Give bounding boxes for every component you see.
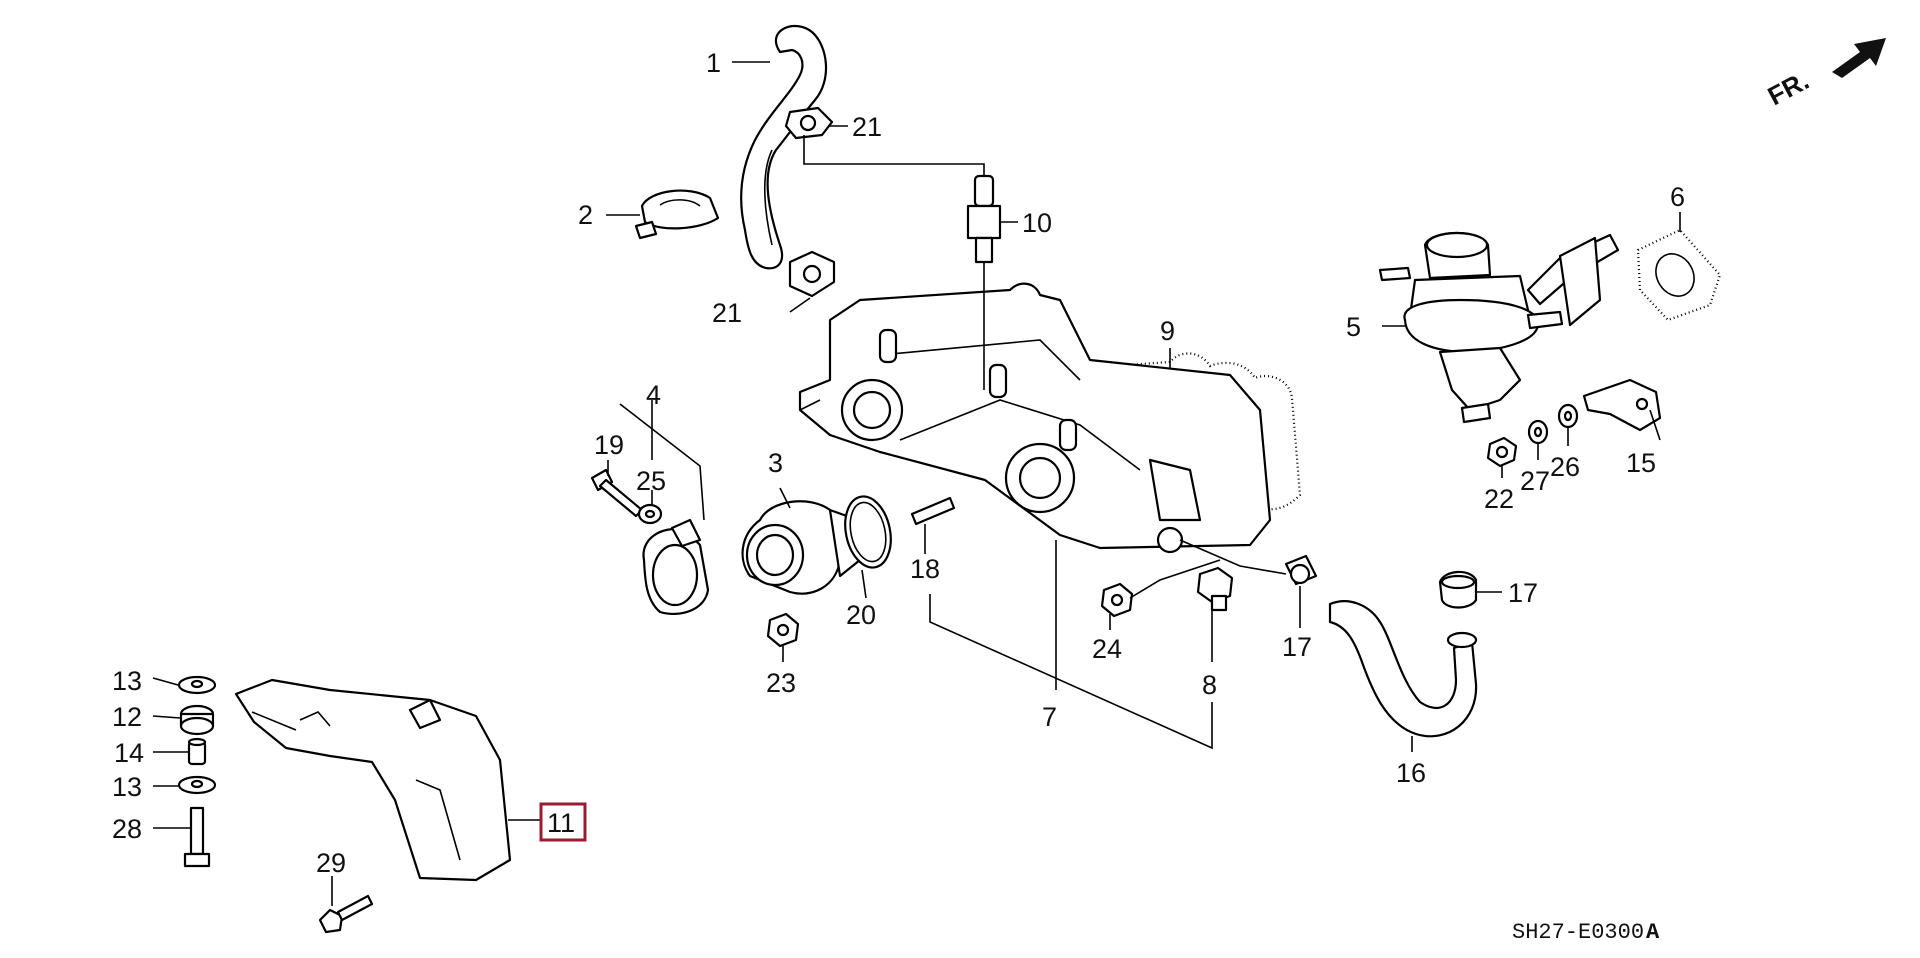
- callout-12[interactable]: 12: [112, 702, 142, 732]
- callout-16[interactable]: 16: [1396, 758, 1426, 788]
- part-15-bracket[interactable]: [1582, 378, 1662, 432]
- callout-28[interactable]: 28: [112, 814, 142, 844]
- leader-lines: [152, 61, 1681, 906]
- callout-11[interactable]: 11: [547, 808, 575, 838]
- part-20-o-ring[interactable]: [839, 492, 897, 572]
- part-2-clamp[interactable]: [634, 189, 720, 240]
- part-23-nut[interactable]: [766, 612, 800, 648]
- callout-19[interactable]: 19: [594, 430, 624, 460]
- part-10-pcv-valve[interactable]: [966, 174, 1002, 264]
- drawing-code: SH27-E0300 A: [1512, 920, 1660, 945]
- part-26-washer[interactable]: [1557, 403, 1579, 429]
- callout-7[interactable]: 7: [1042, 702, 1057, 732]
- callout-10[interactable]: 10: [1022, 208, 1052, 238]
- part-3-thermostat-housing[interactable]: [741, 500, 862, 595]
- callout-25[interactable]: 25: [636, 466, 666, 496]
- part-21-clip-lower[interactable]: [788, 250, 836, 298]
- callout-3[interactable]: 3: [768, 448, 783, 478]
- part-28-bolt[interactable]: [183, 806, 211, 868]
- callout-21-upper[interactable]: 21: [852, 112, 882, 142]
- callout-1[interactable]: 1: [706, 48, 721, 78]
- callout-27[interactable]: 27: [1520, 466, 1550, 496]
- callout-15[interactable]: 15: [1626, 448, 1656, 478]
- callout-2[interactable]: 2: [578, 200, 593, 230]
- part-22-nut[interactable]: [1486, 436, 1518, 468]
- callout-20[interactable]: 20: [846, 600, 876, 630]
- part-6-gasket[interactable]: [1636, 228, 1722, 322]
- diagram-revision: A: [1646, 920, 1660, 945]
- callout-4[interactable]: 4: [646, 380, 661, 410]
- callout-22[interactable]: 22: [1484, 484, 1514, 514]
- highlight-box: [539, 802, 587, 842]
- part-11-cover[interactable]: [234, 678, 512, 882]
- diagram-code: SH27-E0300: [1512, 920, 1644, 945]
- callout-13-top[interactable]: 13: [112, 666, 142, 696]
- part-13-washer-top[interactable]: [177, 675, 217, 695]
- part-21-clip-upper[interactable]: [784, 106, 834, 140]
- part-4-bracket[interactable]: [642, 518, 710, 616]
- callout-9[interactable]: 9: [1160, 316, 1175, 346]
- part-29-bolt[interactable]: [318, 894, 374, 934]
- callout-21-lower[interactable]: 21: [712, 298, 742, 328]
- front-direction-arrow: FR.: [1763, 38, 1886, 111]
- callout-18[interactable]: 18: [910, 554, 940, 584]
- direction-label: FR.: [1763, 65, 1814, 111]
- callout-5[interactable]: 5: [1346, 312, 1361, 342]
- callout-6[interactable]: 6: [1670, 182, 1685, 212]
- part-24-nut[interactable]: [1100, 582, 1134, 618]
- part-18-stud[interactable]: [910, 496, 956, 526]
- callout-29[interactable]: 29: [316, 848, 346, 878]
- part-25-washer[interactable]: [637, 503, 663, 525]
- part-17-clamp-right[interactable]: [1438, 570, 1478, 609]
- part-17-clamp-left[interactable]: [1284, 554, 1318, 586]
- callout-labels: 1 2 3 4 5 6 7 8 9 10 11 12 13 14 13 15 1…: [112, 48, 1685, 878]
- callout-13-bottom[interactable]: 13: [112, 772, 142, 802]
- part-5-fuel-pump[interactable]: [1378, 231, 1620, 424]
- callout-8[interactable]: 8: [1202, 670, 1217, 700]
- part-27-washer[interactable]: [1527, 419, 1549, 445]
- callout-17-right[interactable]: 17: [1508, 578, 1538, 608]
- part-16-hose[interactable]: [1328, 600, 1478, 738]
- callout-24[interactable]: 24: [1092, 634, 1122, 664]
- part-1-hose[interactable]: [740, 24, 827, 270]
- part-7-intake-manifold[interactable]: [798, 282, 1272, 554]
- part-14-collar[interactable]: [187, 737, 207, 766]
- part-8-bolt[interactable]: [1196, 566, 1234, 612]
- callout-14[interactable]: 14: [114, 738, 144, 768]
- callout-23[interactable]: 23: [766, 668, 796, 698]
- callout-26[interactable]: 26: [1550, 452, 1580, 482]
- part-19-bolt[interactable]: [590, 468, 644, 518]
- part-12-grommet[interactable]: [179, 704, 215, 736]
- callout-17-left[interactable]: 17: [1282, 632, 1312, 662]
- part-13-washer-bottom[interactable]: [177, 775, 217, 795]
